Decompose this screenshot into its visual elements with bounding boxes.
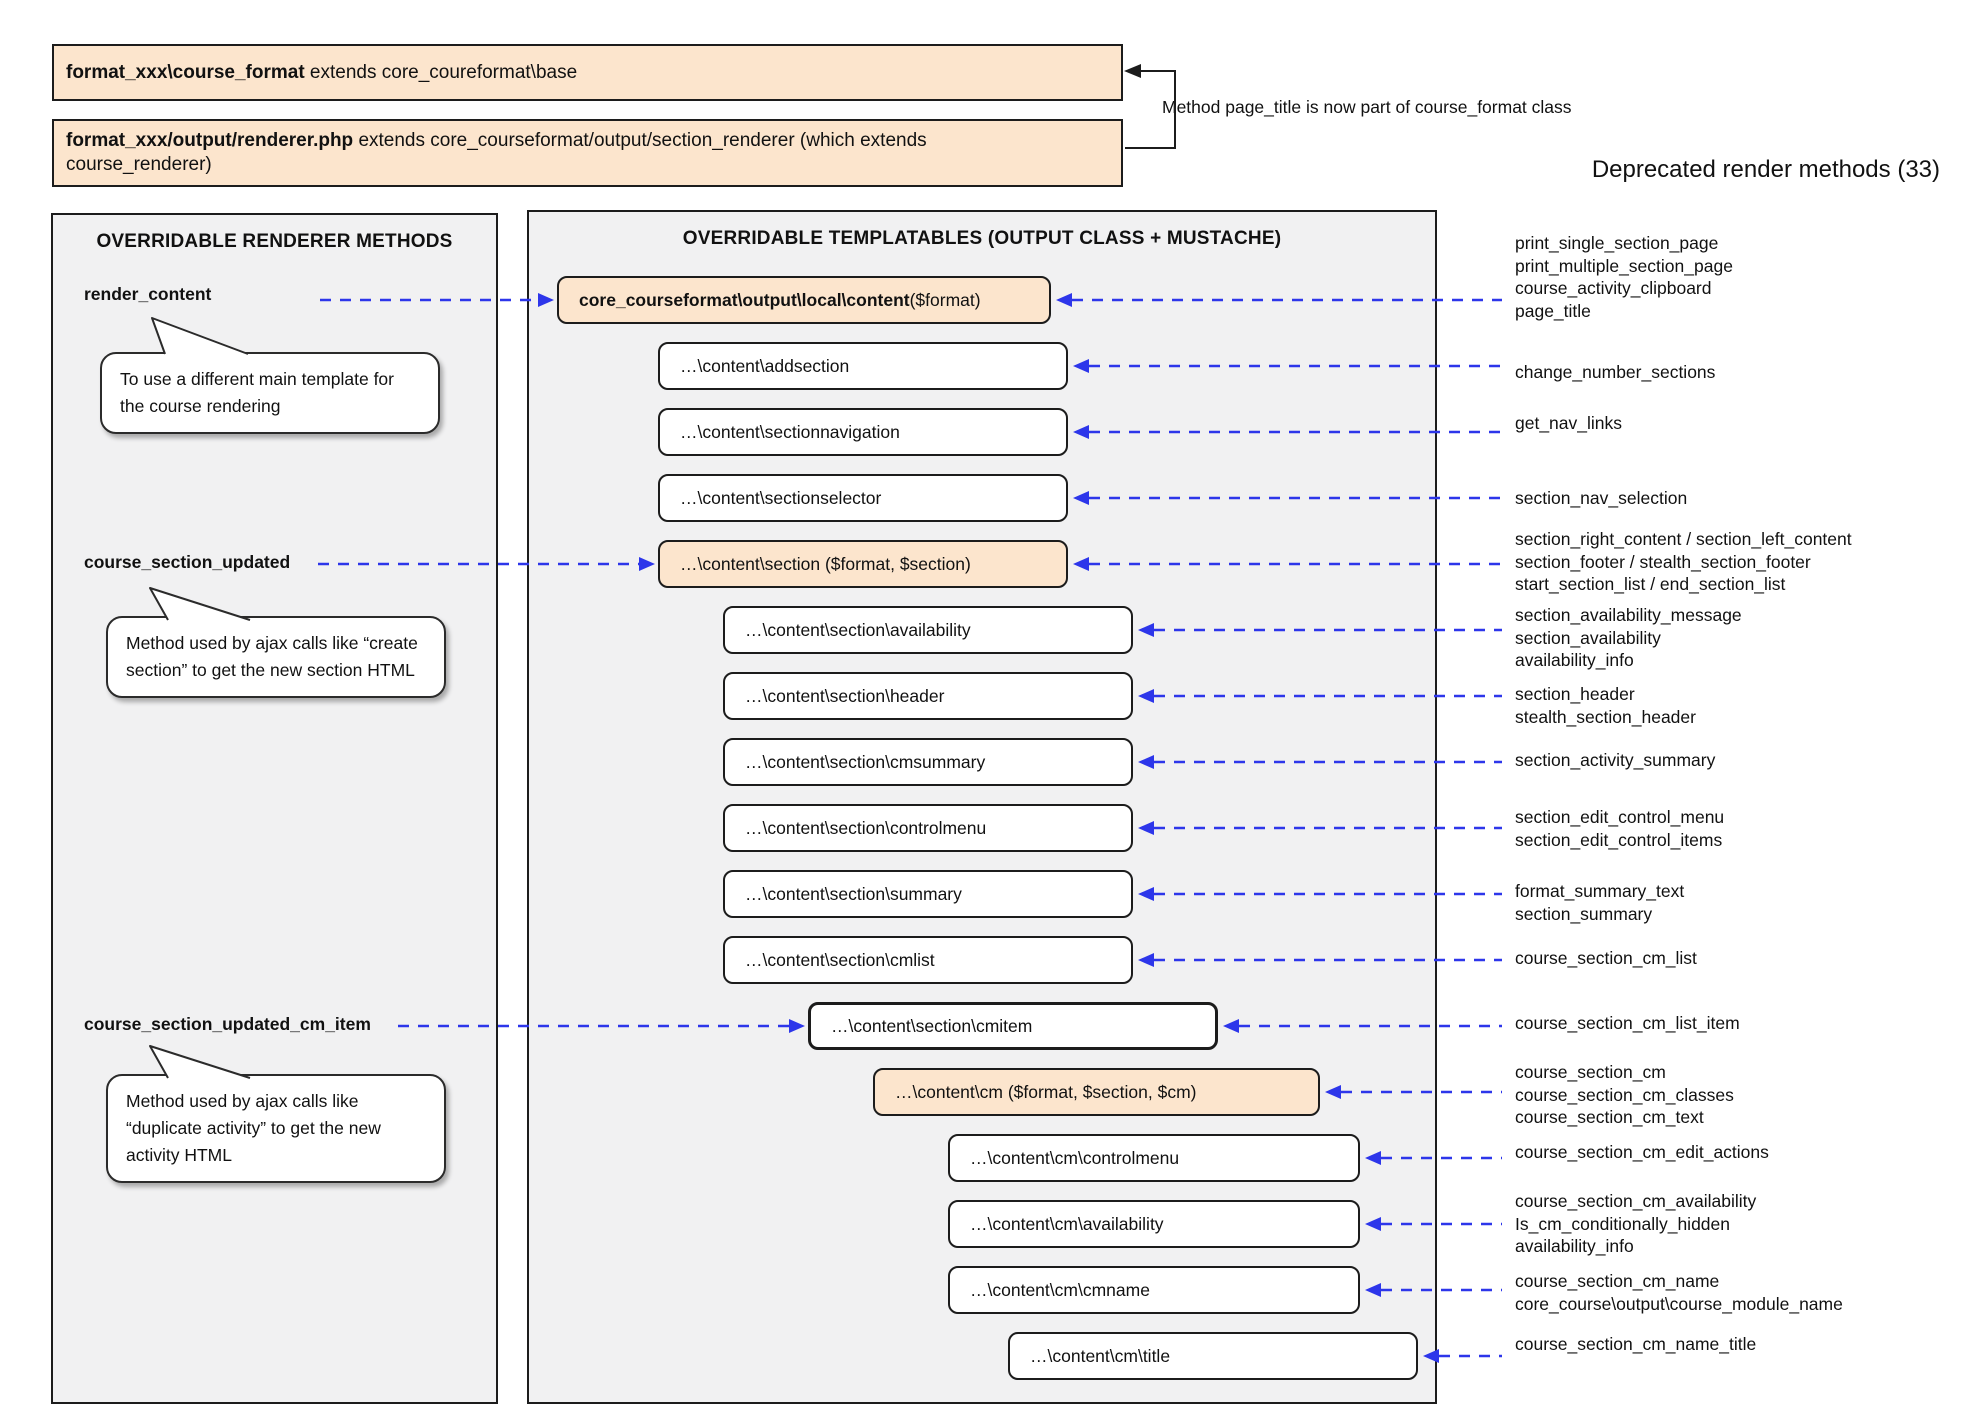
deprecated-method: page_title (1515, 300, 1591, 321)
deprecated-method: course_section_cm_list (1515, 948, 1697, 968)
deprecated-method: section_edit_control_items (1515, 829, 1723, 850)
deprecated-method: stealth_section_header (1515, 706, 1696, 727)
deprecated-method: course_section_cm_list_item (1515, 1013, 1740, 1033)
class-box-course-format: format_xxx\course_format extends core_co… (52, 44, 1123, 101)
bracket-arrowhead (1124, 64, 1141, 78)
template-box-section-cmsummary: …\content\section\cmsummary (723, 738, 1133, 786)
renderer-methods-panel-title: OVERRIDABLE RENDERER METHODS (96, 231, 453, 252)
deprecated-method: section_availability (1515, 627, 1661, 648)
template-box-cm-cmname: …\content\cm\cmname (948, 1266, 1360, 1314)
deprecated-method: get_nav_links (1515, 413, 1623, 433)
deprecated-method: course_section_cm_availability (1515, 1191, 1757, 1211)
deprecated-method: course_activity_clipboard (1515, 278, 1712, 298)
class-box-course-format-text: format_xxx\course_format extends core_co… (66, 61, 578, 83)
templatables-panel-title: OVERRIDABLE TEMPLATABLES (OUTPUT CLASS +… (682, 228, 1282, 249)
deprecated-method: change_number_sections (1515, 362, 1716, 382)
deprecated-method: print_multiple_section_page (1515, 255, 1733, 276)
template-box-section-cmitem: …\content\section\cmitem (808, 1002, 1218, 1050)
deprecated-method: course_section_cm_edit_actions (1515, 1142, 1769, 1162)
template-box-section-cmlist: …\content\section\cmlist (723, 936, 1133, 984)
template-box-section-controlmenu: …\content\section\controlmenu (723, 804, 1133, 852)
deprecated-method: course_section_cm (1515, 1062, 1666, 1082)
template-box-addsection: …\content\addsection (658, 342, 1068, 390)
callout-course-section-updated-cm-item: Method used by ajax calls like “duplicat… (106, 1074, 446, 1183)
deprecated-method: print_single_section_page (1515, 233, 1719, 253)
bracket-note: Method page_title is now part of course_… (1162, 97, 1572, 117)
template-box-cm-title: …\content\cm\title (1008, 1332, 1418, 1380)
template-box-sectionnavigation: …\content\sectionnavigation (658, 408, 1068, 456)
deprecated-method: section_edit_control_menu (1515, 807, 1725, 827)
deprecated-method: course_section_cm_name (1515, 1271, 1720, 1291)
deprecated-method: section_right_content / section_left_con… (1515, 529, 1852, 549)
template-box-sectionselector: …\content\sectionselector (658, 474, 1068, 522)
callout-render-content: To use a different main template for the… (100, 352, 440, 434)
template-box-cm: …\content\cm ($format, $section, $cm) (873, 1068, 1320, 1116)
deprecated-group: course_section_cm_list_item (1515, 1012, 1740, 1035)
method-label-render-content: render_content (84, 284, 212, 304)
deprecated-method: course_section_cm_classes (1515, 1084, 1734, 1105)
deprecated-method: availability_info (1515, 650, 1634, 670)
deprecated-method: section_activity_summary (1515, 750, 1716, 770)
template-box-section: …\content\section ($format, $section) (658, 540, 1068, 588)
deprecated-method: core_course\output\course_module_name (1515, 1293, 1843, 1314)
deprecated-method: section_footer / stealth_section_footer (1515, 551, 1811, 572)
deprecated-method: format_summary_text (1515, 881, 1685, 901)
deprecated-group: section_right_content / section_left_con… (1515, 528, 1852, 596)
template-box-section-availability: …\content\section\availability (723, 606, 1133, 654)
deprecated-methods-title: Deprecated render methods (33) (1591, 156, 1940, 183)
deprecated-method: availability_info (1515, 1236, 1634, 1256)
method-label-course-section-updated-cm-item: course_section_updated_cm_item (84, 1014, 371, 1034)
template-box-section-header: …\content\section\header (723, 672, 1133, 720)
deprecated-method: Is_cm_conditionally_hidden (1515, 1213, 1730, 1234)
deprecated-group: course_section_cm_name_title (1515, 1333, 1756, 1356)
template-box-section-summary: …\content\section\summary (723, 870, 1133, 918)
deprecated-group: section_activity_summary (1515, 749, 1715, 772)
deprecated-method: section_header (1515, 684, 1635, 704)
method-label-course-section-updated: course_section_updated (84, 552, 291, 572)
deprecated-group: change_number_sections (1515, 361, 1715, 384)
deprecated-method: course_section_cm_name_title (1515, 1334, 1757, 1354)
deprecated-method: section_summary (1515, 903, 1653, 924)
class-box-renderer-text: format_xxx/output/renderer.php extends c… (66, 130, 927, 175)
deprecated-method: section_availability_message (1515, 605, 1742, 625)
template-box-content: core_courseformat\output\local\content (… (557, 276, 1051, 324)
deprecated-group: course_section_cm_list (1515, 947, 1697, 970)
deprecated-method: course_section_cm_text (1515, 1107, 1704, 1127)
deprecated-method: start_section_list / end_section_list (1515, 574, 1786, 594)
deprecated-method: section_nav_selection (1515, 488, 1688, 508)
callout-course-section-updated: Method used by ajax calls like “create s… (106, 616, 446, 698)
deprecated-group: get_nav_links (1515, 412, 1622, 435)
deprecated-group: course_section_cm_edit_actions (1515, 1141, 1769, 1164)
class-box-renderer: format_xxx/output/renderer.php extends c… (52, 119, 1123, 187)
template-box-cm-availability: …\content\cm\availability (948, 1200, 1360, 1248)
deprecated-group: section_nav_selection (1515, 487, 1687, 510)
template-box-cm-controlmenu: …\content\cm\controlmenu (948, 1134, 1360, 1182)
